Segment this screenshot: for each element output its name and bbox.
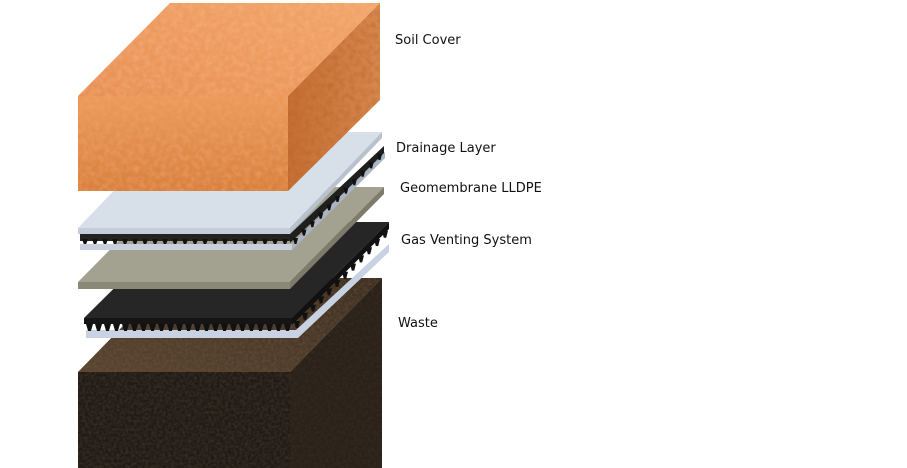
stud-shape: [248, 324, 255, 331]
stud-shape: [192, 239, 198, 244]
stud-shape: [282, 239, 288, 244]
stud-shape: [122, 324, 129, 331]
stud-shape: [113, 324, 120, 331]
stud-shape: [368, 162, 374, 169]
stud-shape: [343, 187, 349, 194]
stud-shape: [284, 324, 291, 331]
soil-cover-label: Soil Cover: [395, 33, 461, 48]
stud-shape: [366, 247, 372, 255]
stud-shape: [294, 321, 300, 328]
stud-shape: [104, 324, 111, 331]
stud-shape: [358, 255, 364, 263]
stud-shape: [221, 324, 228, 331]
stud-shape: [318, 296, 324, 304]
stud-shape: [301, 229, 307, 236]
stud-shape: [360, 170, 366, 177]
stud-shape: [252, 239, 258, 244]
stud-shape: [212, 324, 219, 331]
stud-shape: [374, 239, 380, 246]
stud-shape: [257, 324, 264, 331]
stud-shape: [122, 239, 128, 244]
stud-shape: [334, 280, 340, 287]
waste-label: Waste: [398, 316, 438, 331]
stud-shape: [167, 324, 174, 331]
stud-shape: [86, 324, 93, 331]
stud-shape: [335, 196, 340, 202]
stud-shape: [92, 239, 98, 244]
stud-shape: [102, 239, 108, 244]
stud-shape: [262, 239, 268, 244]
stud-shape: [162, 239, 168, 244]
stud-shape: [242, 239, 248, 244]
stud-shape: [132, 239, 138, 244]
drainage-layer-label: Drainage Layer: [396, 141, 496, 156]
stud-shape: [222, 239, 228, 244]
soil-cover-block: [78, 3, 380, 191]
stud-shape: [302, 312, 308, 320]
stud-shape: [377, 154, 382, 160]
stud-shape: [194, 324, 201, 331]
stud-shape: [351, 179, 357, 186]
stud-shape: [212, 239, 218, 244]
stud-shape: [172, 239, 178, 244]
stud-shape: [149, 324, 156, 331]
stud-shape: [342, 271, 348, 279]
stud-shape: [152, 239, 158, 244]
stud-shape: [158, 324, 165, 331]
stud-shape: [293, 238, 298, 244]
stud-shape: [310, 304, 316, 312]
stud-shape: [350, 263, 356, 271]
stud-shape: [326, 288, 332, 296]
stud-shape: [232, 239, 238, 244]
stud-shape: [95, 324, 102, 331]
stud-shape: [266, 324, 273, 331]
stud-shape: [309, 221, 315, 228]
stud-shape: [230, 324, 237, 331]
gas-venting-label: Gas Venting System: [401, 233, 532, 248]
stud-shape: [275, 324, 282, 331]
stud-shape: [203, 324, 210, 331]
stud-shape: [202, 239, 208, 244]
stud-shape: [131, 324, 138, 331]
stud-shape: [140, 324, 147, 331]
stud-shape: [318, 212, 324, 219]
geomembrane-label: Geomembrane LLDPE: [400, 181, 542, 196]
stud-shape: [185, 324, 192, 331]
stud-shape: [182, 239, 188, 244]
stud-shape: [82, 239, 88, 244]
stud-shape: [382, 230, 388, 238]
stud-shape: [142, 239, 148, 244]
stud-shape: [176, 324, 183, 331]
stud-shape: [326, 204, 332, 211]
stud-shape: [272, 239, 278, 244]
stud-shape: [239, 324, 246, 331]
stud-shape: [112, 239, 118, 244]
